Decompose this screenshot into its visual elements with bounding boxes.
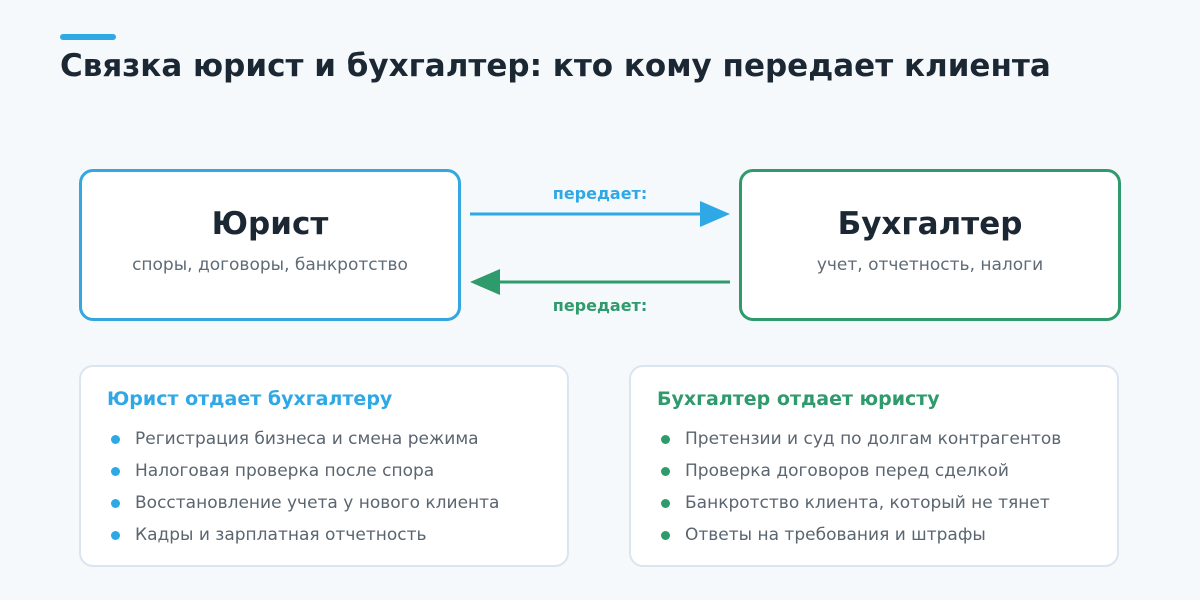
- lawyer-gives-title: Юрист отдает бухгалтеру: [107, 388, 393, 410]
- lawyer-description: споры, договоры, банкротство: [132, 255, 408, 275]
- flow-label-to-accountant: передает:: [552, 184, 648, 203]
- lawyer-gives-card: Юрист отдает бухгалтеру Регистрация бизн…: [79, 365, 569, 567]
- accountant-gives-list: Претензии и суд по долгам контрагентов П…: [657, 423, 1091, 551]
- list-item: Регистрация бизнеса и смена режима: [107, 423, 541, 455]
- bullet-dot-icon: [111, 435, 120, 444]
- accountant-name: Бухгалтер: [837, 206, 1023, 242]
- list-item: Ответы на требования и штрафы: [657, 519, 1091, 551]
- arrow-left-icon: [470, 269, 730, 295]
- accountant-gives-title: Бухгалтер отдает юристу: [657, 388, 940, 410]
- list-item: Налоговая проверка после спора: [107, 455, 541, 487]
- accountant-gives-card: Бухгалтер отдает юристу Претензии и суд …: [629, 365, 1119, 567]
- title-accent-bar: [60, 34, 116, 40]
- page-title: Связка юрист и бухгалтер: кто кому перед…: [60, 48, 1051, 84]
- bullet-dot-icon: [661, 467, 670, 476]
- bullet-dot-icon: [111, 531, 120, 540]
- list-item: Проверка договоров перед сделкой: [657, 455, 1091, 487]
- bullet-dot-icon: [111, 499, 120, 508]
- accountant-box: Бухгалтер учет, отчетность, налоги: [739, 169, 1121, 321]
- list-item: Восстановление учета у нового клиента: [107, 487, 541, 519]
- lawyer-gives-list: Регистрация бизнеса и смена режима Налог…: [107, 423, 541, 551]
- lawyer-box: Юрист споры, договоры, банкротство: [79, 169, 461, 321]
- bullet-dot-icon: [111, 467, 120, 476]
- flow-label-to-lawyer: передает:: [552, 296, 648, 315]
- bullet-dot-icon: [661, 435, 670, 444]
- bullet-dot-icon: [661, 499, 670, 508]
- lawyer-name: Юрист: [211, 206, 329, 242]
- list-item: Кадры и зарплатная отчетность: [107, 519, 541, 551]
- flow-arrows: [470, 201, 730, 295]
- list-item: Претензии и суд по долгам контрагентов: [657, 423, 1091, 455]
- accountant-description: учет, отчетность, налоги: [816, 255, 1044, 275]
- bullet-dot-icon: [661, 531, 670, 540]
- list-item: Банкротство клиента, который не тянет: [657, 487, 1091, 519]
- arrow-right-icon: [470, 201, 730, 227]
